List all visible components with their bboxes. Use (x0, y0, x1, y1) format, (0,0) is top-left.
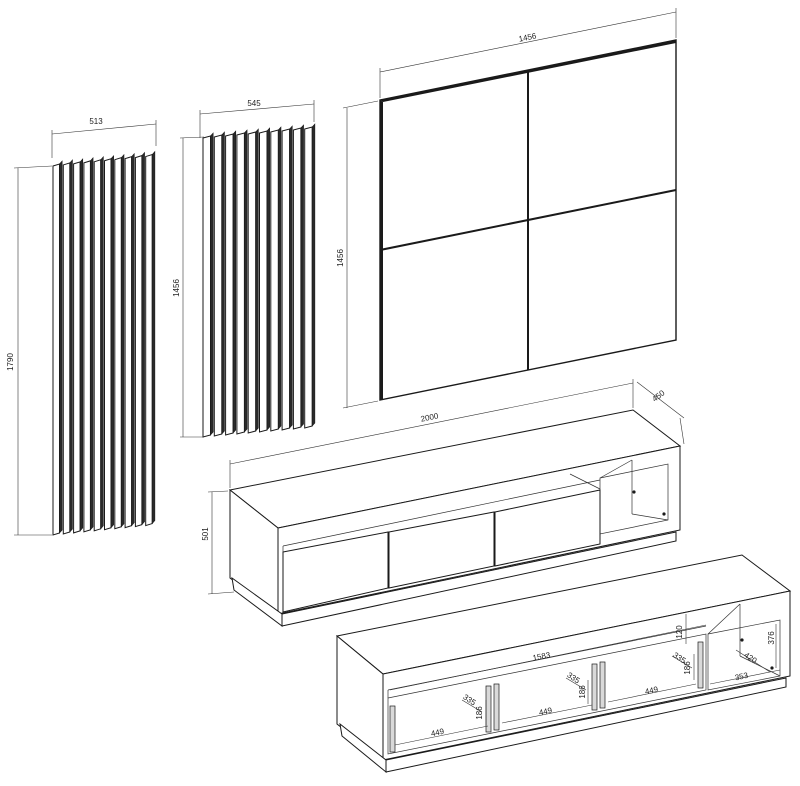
cabinet-height-dimension: 501 (201, 490, 235, 595)
drawer-rail (599, 661, 606, 709)
cabinet-width-dimension: 2000 (229, 379, 634, 488)
drawer-rail (493, 683, 500, 731)
slat-short-height-dimension: 1456 (172, 136, 205, 438)
drawer-rail (591, 663, 598, 711)
tall-slat (104, 158, 112, 531)
square-width-label: 1456 (518, 31, 538, 43)
tall-slat (145, 153, 153, 527)
square-width-dimension: 1456 (379, 8, 677, 98)
cabinet-width-label: 2000 (420, 411, 440, 423)
tall-slat-shadow (110, 154, 114, 529)
drawer-1-width-label: 449 (430, 727, 445, 739)
inner-width-label: 1583 (532, 650, 552, 662)
short-slat (304, 126, 313, 429)
side-height-dimension: 376 (767, 624, 777, 668)
slat-tall-width-dimension: 513 (51, 117, 157, 158)
short-slat-shadow (300, 124, 304, 428)
short-slat (236, 132, 245, 435)
tall-slat (124, 155, 133, 529)
slat-short-width-dimension: 545 (199, 99, 315, 138)
square-panel: 1456 1456 (336, 8, 677, 409)
tall-slat-shadow (100, 156, 104, 530)
slat-tall-width-label: 513 (89, 117, 103, 126)
tv-cabinet-closed: 2000 450 501 (201, 379, 685, 627)
tall-slat (52, 163, 60, 536)
short-slat-shadow (277, 126, 282, 430)
drawer-2-width-label: 449 (538, 706, 553, 718)
tall-slat-shadow (79, 158, 84, 532)
tall-slat-shadow (141, 151, 145, 526)
short-slat-shadow (221, 131, 225, 435)
tv-cabinet-open: 449 335 186 449 335 186 449 335 186 1583 (335, 554, 792, 774)
tall-slat (134, 154, 143, 528)
short-slat (292, 127, 302, 430)
slat-panel-tall: 513 1790 (6, 117, 157, 536)
short-slat (270, 129, 279, 432)
short-slat (247, 131, 257, 434)
drawer-rail (389, 705, 396, 753)
square-height-label: 1456 (336, 249, 345, 267)
drawer-3-width-label: 449 (644, 685, 659, 697)
drawer-1-height-label: 186 (475, 706, 484, 720)
short-slat-shadow (289, 125, 293, 429)
tall-slat (93, 159, 102, 532)
short-slat-shadow (232, 130, 237, 434)
cabinet-height-label: 501 (201, 527, 210, 541)
drawer-2-height-label: 186 (578, 685, 587, 699)
tall-slat-shadow (121, 153, 125, 528)
short-slat (259, 130, 268, 433)
short-slat (225, 133, 234, 436)
short-slat-shadow (244, 129, 248, 433)
drawer-rail (485, 685, 492, 733)
side-height-label: 376 (767, 631, 776, 645)
short-slat (202, 135, 211, 438)
top-gap-label: 120 (675, 625, 684, 639)
slat-short-width-label: 545 (247, 99, 261, 108)
slat-tall-height-label: 1790 (6, 353, 15, 371)
tall-slat-shadow (59, 160, 63, 534)
drawer-rail (697, 641, 704, 689)
tall-slat (83, 160, 91, 533)
tall-slat (73, 161, 81, 534)
drawer-3-height-label: 186 (683, 661, 692, 675)
side-width-label: 353 (734, 671, 749, 683)
square-height-dimension: 1456 (336, 100, 379, 409)
tall-slat-shadow (131, 152, 135, 527)
short-slat (213, 134, 223, 437)
short-slat-shadow (210, 132, 214, 436)
short-slat-shadow (311, 123, 316, 427)
short-slat (281, 128, 291, 431)
tall-slat (114, 157, 122, 530)
tall-slat-shadow (69, 159, 73, 533)
tall-slat (62, 162, 71, 535)
cabinet-depth-label: 450 (650, 388, 666, 404)
short-slat-shadow (266, 127, 270, 431)
slat-panel-short: 545 1456 (172, 99, 316, 438)
inner-width-dimension: 1583 (389, 624, 707, 691)
tall-slat-shadow (151, 150, 156, 525)
side-width-dimension: 353 (709, 669, 781, 685)
short-slat-shadow (255, 128, 259, 432)
slat-tall-height-dimension: 1790 (6, 165, 53, 536)
tall-slat-shadow (90, 157, 94, 531)
top-gap-dimension: 120 (675, 614, 687, 644)
slat-short-height-label: 1456 (172, 279, 181, 297)
